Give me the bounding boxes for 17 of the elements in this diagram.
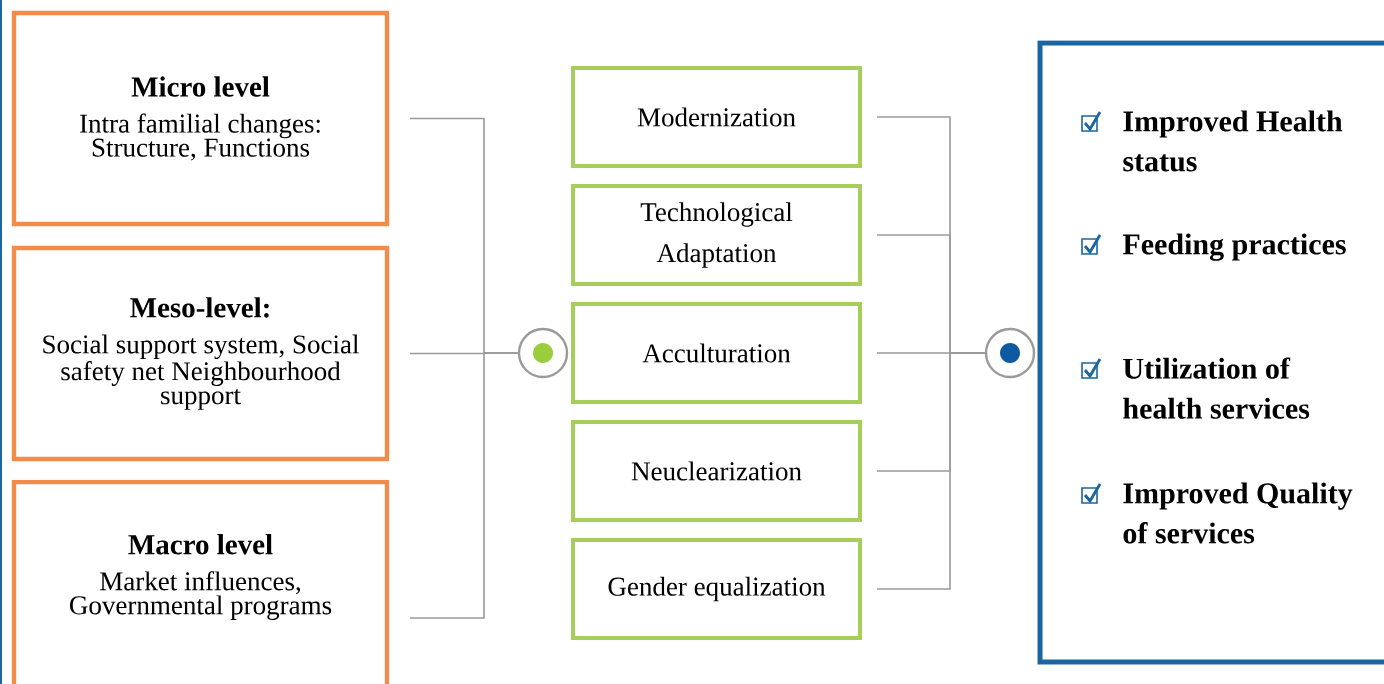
factor-box: Neuclearization — [571, 420, 862, 522]
factor-box: Modernization — [571, 66, 862, 168]
outcome-text: Improved Health status — [1123, 110, 1343, 172]
outcome-box — [1037, 40, 1384, 665]
outcome-text: Utilization of health services — [1123, 357, 1310, 419]
level-box: Micro level Intra familial changes: Structure, Functions — [11, 10, 390, 227]
junction-circle — [984, 327, 1036, 379]
level-box: Macro level Market influences, Governmental programs — [11, 479, 390, 684]
junction-circle — [517, 327, 569, 379]
connector-line — [409, 352, 519, 619]
level-box: Meso-level: Social support system, Social safety net Neighbourhood support — [11, 245, 390, 462]
outcome-text: Improved Quality of services — [1123, 482, 1353, 544]
factor-box: Acculturation — [571, 302, 862, 404]
outcome-text: Feeding practices — [1122, 233, 1346, 261]
factor-box: Gender equalization — [571, 538, 862, 640]
connector-line — [876, 352, 986, 590]
factor-box: Technological Adaptation — [571, 184, 862, 286]
